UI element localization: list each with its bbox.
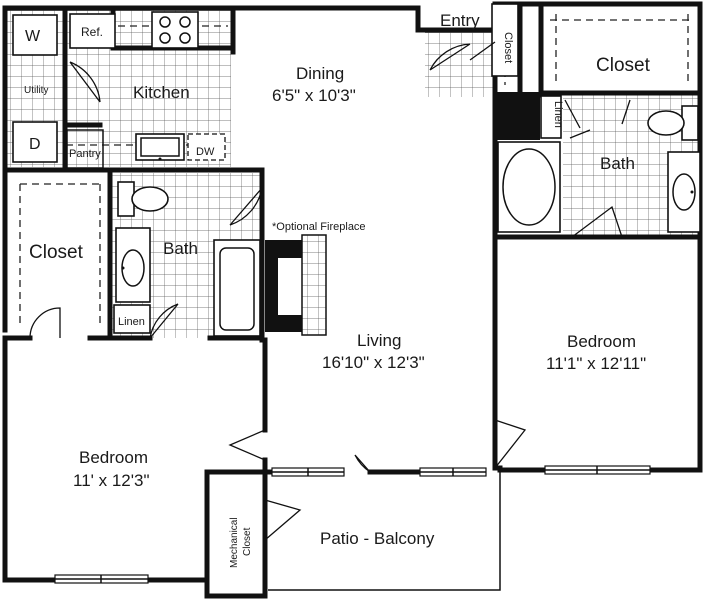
dining-size: 6'5" x 10'3"	[272, 86, 356, 105]
bath2-label: Bath	[163, 239, 198, 258]
fireplace-icon	[265, 234, 327, 336]
bedroom1-label: Bedroom	[567, 332, 636, 351]
mechanical-closet-label-2: Closet	[242, 527, 253, 556]
bath2-fixtures	[113, 181, 261, 337]
optional-fireplace-label: *Optional Fireplace	[272, 221, 366, 233]
dryer-label: D	[29, 136, 41, 153]
dining-label: Dining	[296, 64, 344, 83]
master-bath-label: Bath	[600, 154, 635, 173]
kitchen-appliances	[12, 11, 226, 169]
pantry-label: Pantry	[69, 148, 101, 160]
cooktop-icon	[151, 11, 199, 49]
entry-closet-label: Closet	[502, 32, 514, 63]
patio-label: Patio - Balcony	[320, 529, 435, 548]
linen-closet-outline	[113, 304, 151, 334]
master-sink-icon	[667, 151, 701, 233]
entry-details	[491, 3, 519, 77]
master-closet-label: Closet	[596, 55, 651, 76]
washer-label: W	[25, 28, 41, 45]
windows	[54, 465, 651, 584]
living-label: Living	[357, 331, 401, 350]
closet-bed2-label: Closet	[29, 242, 84, 263]
refrigerator-label: Ref.	[81, 25, 103, 39]
entry-label: Entry	[440, 11, 480, 30]
utility-label: Utility	[24, 85, 48, 96]
master-toilet-icon	[647, 105, 699, 141]
washer-icon	[12, 14, 58, 56]
master-wall-block	[497, 92, 540, 140]
toilet-icon	[117, 181, 169, 217]
dishwasher-icon	[187, 133, 226, 161]
bedroom2-label: Bedroom	[79, 448, 148, 467]
patio-outline	[268, 468, 501, 591]
bedroom2-size: 11' x 12'3"	[73, 471, 149, 490]
master-linen-label: Linen	[552, 101, 564, 128]
bedroom1-size: 11'1" x 12'11"	[546, 354, 646, 373]
kitchen-label: Kitchen	[133, 83, 190, 102]
master-bath-fixtures	[497, 92, 701, 233]
pantry-outline	[66, 129, 104, 169]
dishwasher-label: DW	[196, 146, 215, 158]
room-labels: Entry Closet Closet Linen Bath W Ref. Ki…	[24, 11, 651, 568]
dryer-icon	[12, 121, 58, 163]
bathtub-icon	[213, 239, 261, 337]
mechanical-closet-label-1: Mechanical	[229, 517, 240, 568]
entry-closet-outline	[491, 3, 519, 77]
linen2-label: Linen	[118, 316, 145, 328]
living-size: 16'10" x 12'3"	[322, 353, 425, 372]
vanity-sink-icon	[115, 227, 151, 303]
master-linen-outline	[540, 95, 562, 139]
master-tub-icon	[497, 141, 561, 233]
doors	[29, 41, 631, 541]
kitchen-sink-icon	[135, 133, 185, 161]
refrigerator-icon	[69, 13, 116, 49]
